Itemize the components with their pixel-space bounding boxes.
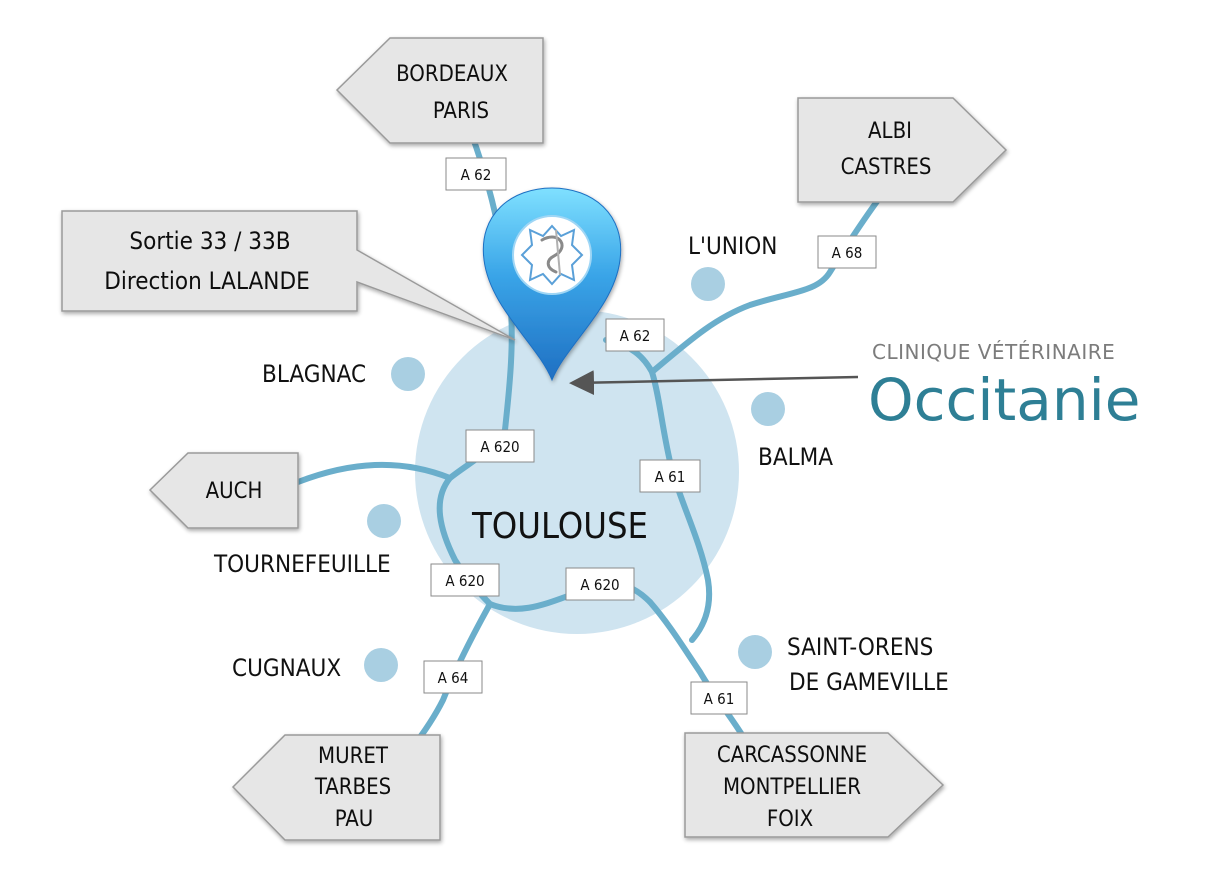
callout-line: Sortie 33 / 33B (129, 227, 290, 255)
dot-cugnaux (364, 648, 398, 682)
road-a61-south (647, 599, 747, 741)
city-cugnaux: CUGNAUX (232, 654, 341, 682)
hw-label: A 61 (704, 690, 735, 708)
hw-a620-west: A 620 (430, 563, 500, 597)
brand-subtitle: CLINIQUE VÉTÉRINAIRE (872, 340, 1115, 364)
suburb-dots (364, 267, 785, 682)
sign-carcassonne-montpellier-foix: CARCASSONNE MONTPELLIER FOIX (684, 732, 945, 838)
sign-line: MURET (318, 744, 389, 769)
dot-balma (751, 392, 785, 426)
hw-a68: A 68 (817, 235, 877, 269)
highway-labels: A 62 A 68 A 62 A 620 A 61 A 620 A 620 A (423, 157, 877, 715)
road-a68 (649, 197, 881, 375)
sign-muret-tarbes-pau: MURET TARBES PAU (231, 734, 441, 841)
city-saintorens-line1: SAINT-ORENS (787, 633, 933, 661)
dot-blagnac (391, 357, 425, 391)
clinic-pointer-arrow (569, 370, 859, 396)
sign-line: TARBES (314, 775, 391, 800)
hw-label: A 620 (445, 572, 484, 590)
exit-callout: Sortie 33 / 33B Direction LALANDE (61, 210, 516, 341)
hw-label: A 620 (580, 576, 619, 594)
hw-a620-south: A 620 (565, 567, 635, 601)
sign-line: CARCASSONNE (717, 743, 867, 768)
city-balma: BALMA (758, 443, 833, 471)
hw-a62-north: A 62 (445, 157, 507, 191)
hw-label: A 62 (620, 327, 651, 345)
dot-tournefeuille (367, 504, 401, 538)
center-city-label: TOULOUSE (471, 506, 648, 547)
brand-name: Occitanie (868, 366, 1140, 434)
callout-line: Direction LALANDE (104, 267, 309, 295)
veterinary-logo-icon (520, 224, 584, 286)
dot-saintorens (738, 635, 772, 669)
sign-bordeaux-paris: BORDEAUX PARIS (335, 37, 544, 144)
sign-line: PARIS (433, 99, 489, 124)
hw-a64: A 64 (423, 660, 483, 694)
sign-line: ALBI (868, 119, 912, 144)
hw-a61-south: A 61 (690, 681, 748, 715)
hw-label: A 620 (480, 438, 519, 456)
city-lunion: L'UNION (688, 232, 777, 260)
sign-line: BORDEAUX (396, 62, 508, 87)
hw-a61-east: A 61 (639, 459, 701, 493)
sign-line: MONTPELLIER (723, 775, 861, 800)
hw-a62-east: A 62 (605, 318, 665, 352)
hw-label: A 68 (832, 244, 863, 262)
sign-auch: AUCH (148, 452, 299, 529)
sign-line: CASTRES (841, 155, 932, 180)
sign-line: PAU (335, 807, 374, 832)
hw-label: A 62 (461, 166, 492, 184)
dot-lunion (691, 267, 725, 301)
city-tournefeuille: TOURNEFEUILLE (213, 550, 391, 578)
road-a64 (409, 601, 493, 751)
hw-label: A 61 (655, 468, 686, 486)
road-auch (295, 461, 453, 485)
clinic-map-pin (482, 187, 622, 382)
sign-line: AUCH (206, 479, 263, 504)
sign-line: FOIX (767, 807, 813, 832)
hw-a620-north: A 620 (465, 429, 535, 463)
city-blagnac: BLAGNAC (262, 360, 366, 388)
city-saintorens-line2: DE GAMEVILLE (789, 668, 949, 696)
hw-label: A 64 (438, 669, 469, 687)
sign-albi-castres: ALBI CASTRES (797, 97, 1008, 203)
